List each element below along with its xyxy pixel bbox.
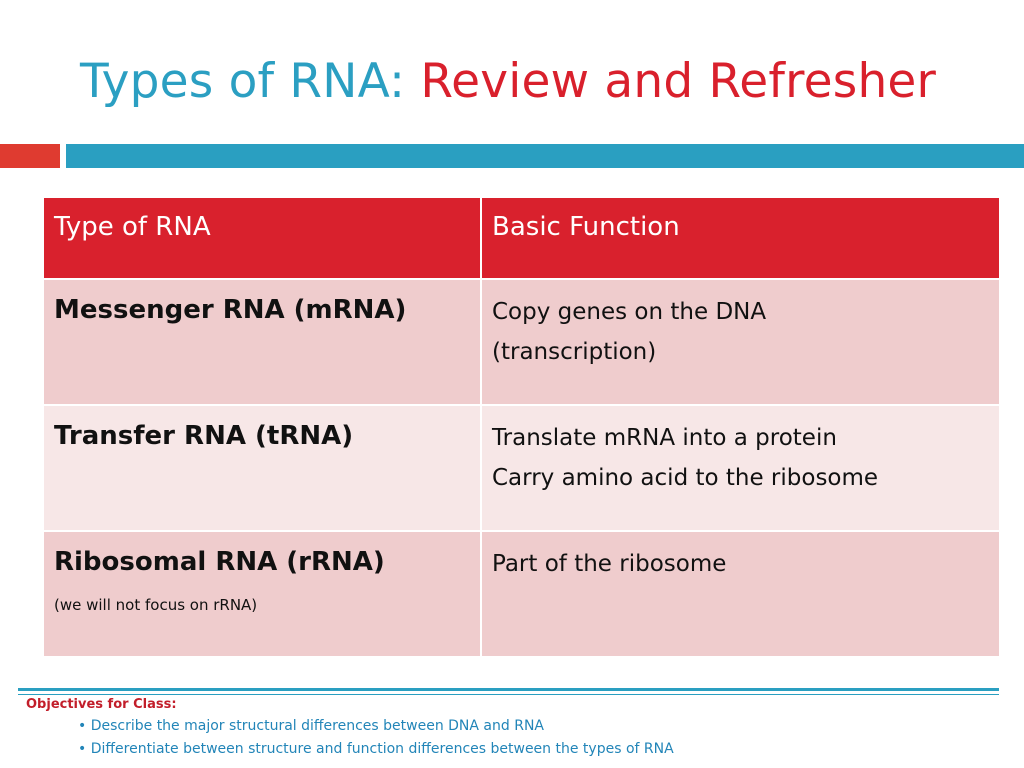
slide-title: Types of RNA: Review and Refresher	[80, 52, 936, 112]
table-row: Messenger RNA (mRNA) Copy genes on the D…	[42, 278, 1001, 406]
rna-type-note: (we will not focus on rRNA)	[54, 596, 258, 614]
footer-divider	[18, 688, 999, 691]
title-prefix: Types of RNA:	[80, 54, 421, 109]
decorative-bar-blue	[66, 144, 1024, 168]
objective-item: • Differentiate between structure and fu…	[78, 741, 674, 757]
footer-divider-thin	[18, 694, 999, 695]
rna-type-name: Transfer RNA (tRNA)	[54, 421, 354, 451]
table-header-row: Type of RNA Basic Function	[42, 196, 1001, 280]
cell-type: Transfer RNA (tRNA)	[42, 404, 482, 532]
cell-function: Translate mRNA into a protein Carry amin…	[480, 404, 1001, 532]
decorative-bar-red	[0, 144, 60, 168]
function-line: Part of the ribosome	[492, 551, 727, 577]
function-line: Carry amino acid to the ribosome	[492, 465, 879, 491]
objectives-heading: Objectives for Class:	[26, 697, 177, 712]
table-row: Ribosomal RNA (rRNA) (we will not focus …	[42, 530, 1001, 658]
function-line: Translate mRNA into a protein	[492, 425, 837, 451]
header-type-of-rna: Type of RNA	[42, 196, 482, 280]
cell-function: Copy genes on the DNA (transcription)	[480, 278, 1001, 406]
cell-type: Messenger RNA (mRNA)	[42, 278, 482, 406]
function-line: (transcription)	[492, 339, 657, 365]
objective-item: • Describe the major structural differen…	[78, 718, 544, 734]
title-highlight: Review and Refresher	[420, 54, 937, 109]
rna-type-name: Ribosomal RNA (rRNA)	[54, 547, 385, 577]
rna-type-name: Messenger RNA (mRNA)	[54, 295, 407, 325]
function-line: Copy genes on the DNA	[492, 299, 767, 325]
rna-types-table: Type of RNA Basic Function Messenger RNA…	[42, 196, 1001, 658]
cell-function: Part of the ribosome	[480, 530, 1001, 658]
header-basic-function: Basic Function	[480, 196, 1001, 280]
table-row: Transfer RNA (tRNA) Translate mRNA into …	[42, 404, 1001, 532]
cell-type: Ribosomal RNA (rRNA) (we will not focus …	[42, 530, 482, 658]
